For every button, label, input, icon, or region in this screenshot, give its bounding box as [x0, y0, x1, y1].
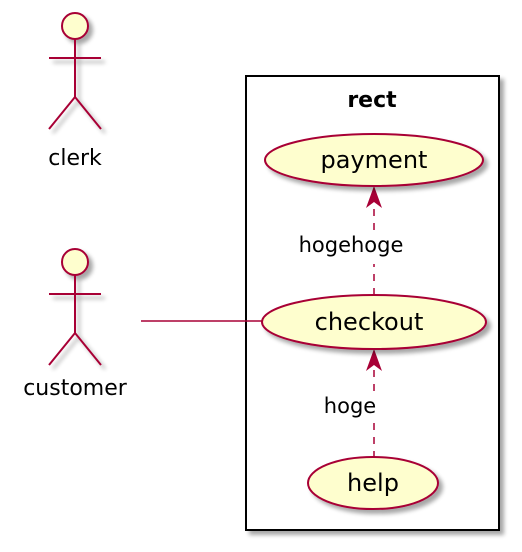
actor-clerk-head — [61, 12, 89, 40]
package-title: rect — [347, 88, 397, 113]
usecase-checkout: checkout — [261, 294, 487, 350]
usecase-help-label: help — [347, 469, 399, 497]
usecase-help: help — [307, 456, 439, 510]
relation-label-hoge: hoge — [324, 394, 376, 418]
usecase-checkout-label: checkout — [315, 308, 424, 336]
usecase-payment-label: payment — [321, 146, 428, 174]
actor-customer — [48, 248, 102, 366]
relation-help-checkout — [366, 349, 382, 458]
relation-checkout-payment — [366, 186, 382, 295]
actor-clerk — [48, 12, 102, 130]
actor-customer-label: customer — [23, 376, 128, 401]
actor-clerk-label: clerk — [48, 146, 102, 171]
relation-label-hogehoge: hogehoge — [299, 233, 404, 257]
actor-customer-head — [61, 248, 89, 276]
arrowhead-icon — [366, 349, 382, 371]
usecase-payment: payment — [264, 133, 484, 187]
arrowhead-icon — [366, 186, 382, 208]
